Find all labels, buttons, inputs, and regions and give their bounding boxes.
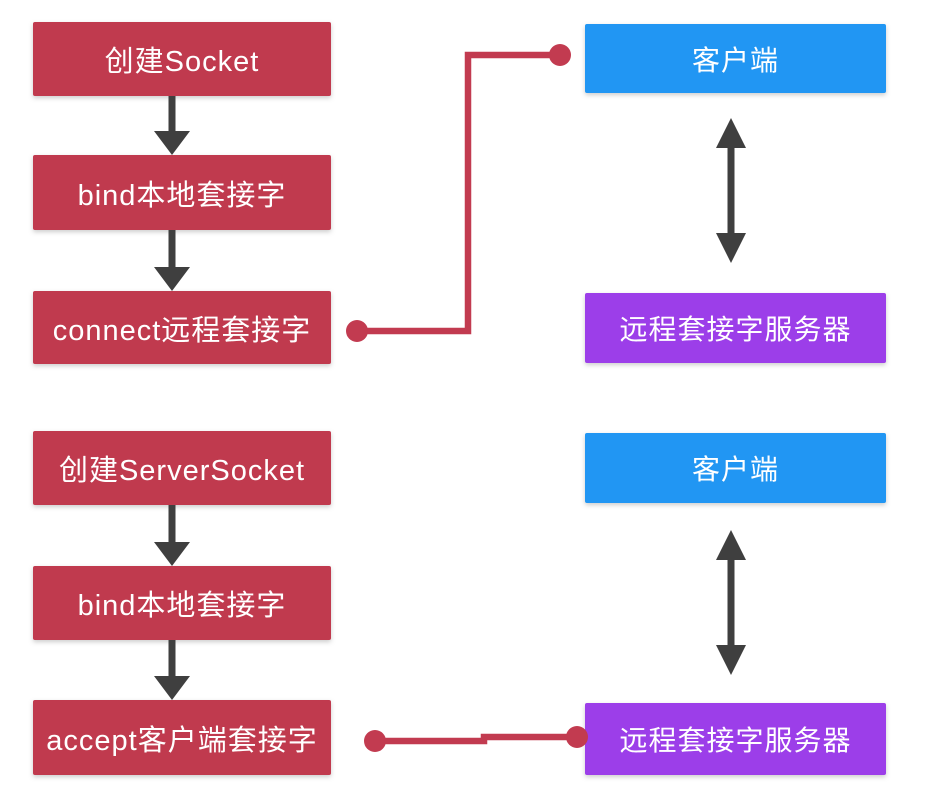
client-box-bottom: 客户端	[585, 433, 886, 503]
arrow-down-icon	[154, 96, 190, 155]
connector-accept-to-server	[364, 726, 588, 752]
step-accept-client-socket: accept客户端套接字	[33, 700, 331, 775]
double-arrow-vertical-icon	[716, 530, 746, 675]
step-bind-local-socket: bind本地套接字	[33, 155, 331, 230]
step-bind-local-socket-server: bind本地套接字	[33, 566, 331, 640]
client-box-top: 客户端	[585, 24, 886, 93]
remote-socket-server-box-bottom: 远程套接字服务器	[585, 703, 886, 775]
arrow-down-icon	[154, 505, 190, 566]
double-arrow-vertical-icon	[716, 118, 746, 263]
step-create-serversocket: 创建ServerSocket	[33, 431, 331, 505]
connector-connect-to-client	[346, 44, 571, 342]
step-create-socket: 创建Socket	[33, 22, 331, 96]
arrow-down-icon	[154, 230, 190, 291]
remote-socket-server-box-top: 远程套接字服务器	[585, 293, 886, 363]
arrow-down-icon	[154, 640, 190, 700]
step-connect-remote-socket: connect远程套接字	[33, 291, 331, 364]
